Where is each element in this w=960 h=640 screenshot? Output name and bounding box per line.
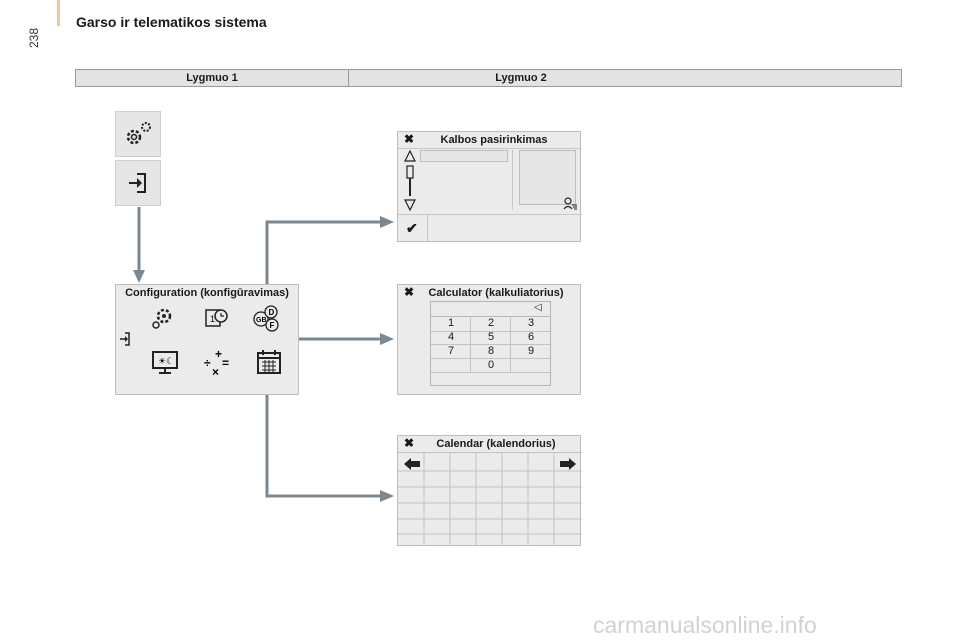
chapter-accent-bar (57, 0, 60, 26)
calculator-panel: ✖ Calculator (kalkuliatorius) ◁ 1 2 3 4 … (397, 284, 581, 395)
language-gb-d-f-icon[interactable]: GB D F (251, 303, 283, 333)
svg-text:÷: ÷ (204, 356, 211, 370)
exit-icon[interactable] (118, 331, 132, 347)
svg-text:×: × (212, 365, 219, 377)
footer-separator (427, 214, 428, 241)
arrowhead-config (133, 270, 145, 283)
key-3[interactable]: 3 (527, 317, 535, 329)
svg-text:=: = (222, 356, 229, 370)
calendar-icon[interactable] (254, 347, 284, 377)
settings-gears-icon (126, 122, 151, 145)
arrow-to-calendar (265, 378, 382, 498)
key-7[interactable]: 7 (447, 345, 455, 357)
speak-icon[interactable] (562, 196, 578, 212)
arrowhead-language (380, 216, 394, 228)
svg-text:GB: GB (256, 317, 267, 324)
confirm-check-icon[interactable]: ✔ (406, 220, 418, 236)
scrollbar[interactable] (403, 150, 417, 212)
key-9[interactable]: 9 (527, 345, 535, 357)
key-5[interactable]: 5 (487, 331, 495, 343)
svg-text:D: D (269, 308, 275, 317)
level-2-label: Lygmuo 2 (495, 72, 547, 84)
list-divider (512, 150, 513, 210)
key-0[interactable]: 0 (487, 359, 495, 371)
key-6[interactable]: 6 (527, 331, 535, 343)
arrowhead-calculator (380, 333, 394, 345)
svg-text:☀☾: ☀☾ (158, 356, 174, 366)
language-list-item[interactable] (420, 150, 508, 162)
scroll-up-icon (404, 150, 416, 162)
clock-icon[interactable]: 1 (203, 305, 231, 331)
svg-text:1: 1 (210, 314, 215, 324)
exit-door-icon (129, 173, 146, 193)
header-divider (398, 148, 582, 149)
backspace-icon[interactable]: ◁ (534, 302, 542, 313)
language-preview-box (519, 150, 576, 205)
language-panel: ✖ Kalbos pasirinkimas ✔ (397, 131, 582, 242)
calculator-keypad: ◁ 1 2 3 4 5 6 7 8 9 0 (430, 301, 551, 386)
key-4[interactable]: 4 (447, 331, 455, 343)
close-icon[interactable]: ✖ (404, 132, 415, 146)
display-brightness-icon[interactable]: ☀☾ (150, 349, 180, 377)
key-8[interactable]: 8 (487, 345, 495, 357)
calendar-panel: ✖ Calendar (kalendorius) (397, 435, 582, 546)
calculator-display (431, 302, 550, 317)
calendar-title: Calendar (kalendorius) (436, 438, 556, 450)
close-icon[interactable]: ✖ (404, 436, 415, 450)
chapter-title: Garso ir telematikos sistema (76, 14, 267, 30)
settings-menu-button[interactable] (115, 111, 161, 157)
level-header-bar: Lygmuo 1 Lygmuo 2 (75, 69, 902, 87)
language-title: Kalbos pasirinkimas (440, 134, 548, 146)
calculator-icon[interactable]: + ÷ = × (202, 347, 234, 377)
svg-text:F: F (270, 321, 275, 330)
calculator-title: Calculator (kalkuliatorius) (428, 287, 564, 299)
level-1-label: Lygmuo 1 (76, 70, 349, 86)
scroll-down-icon (404, 199, 416, 212)
calendar-grid (398, 453, 582, 546)
arrowhead-calendar (380, 490, 394, 502)
svg-text:+: + (215, 347, 222, 361)
scroll-thumb (406, 165, 414, 179)
key-2[interactable]: 2 (487, 317, 495, 329)
settings-gear-icon[interactable] (150, 305, 176, 331)
next-arrow-icon[interactable] (559, 457, 577, 471)
watermark: carmanualsonline.info (593, 612, 817, 638)
arrow-to-language (265, 220, 382, 293)
configuration-panel: Configuration (konfigūravimas) 1 GB D F … (115, 284, 299, 395)
prev-arrow-icon[interactable] (403, 457, 421, 471)
close-icon[interactable]: ✖ (404, 285, 415, 299)
footer-divider (398, 214, 582, 215)
key-1[interactable]: 1 (447, 317, 455, 329)
exit-menu-button[interactable] (115, 160, 161, 206)
configuration-title: Configuration (konfigūravimas) (125, 287, 289, 299)
